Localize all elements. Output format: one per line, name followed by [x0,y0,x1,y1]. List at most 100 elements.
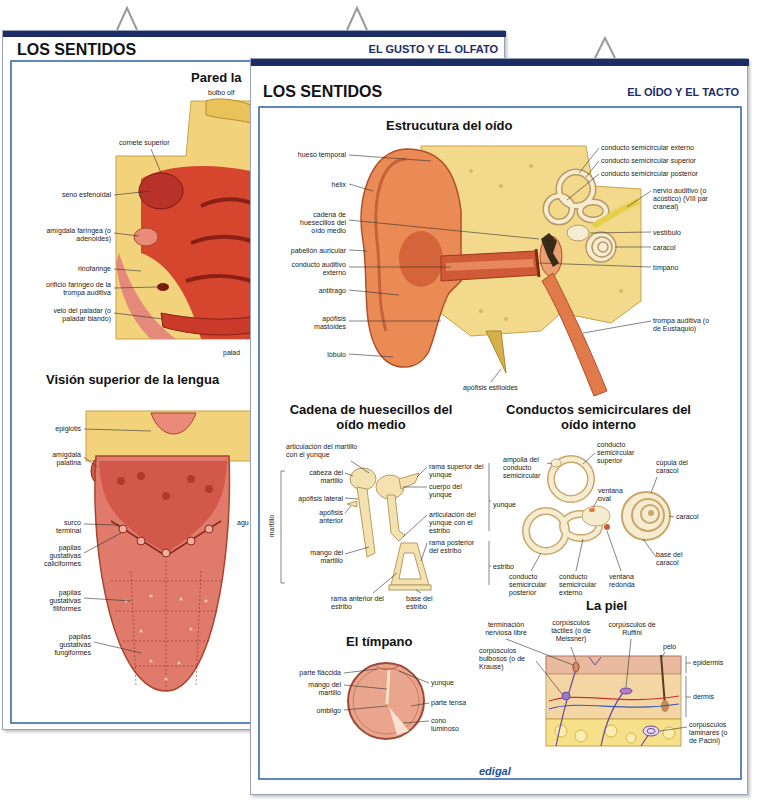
part-label: base del estribo [406,595,451,611]
part-label: yunque [493,501,516,509]
eardrum [389,707,409,735]
tongue [196,571,201,686]
leader-line [114,313,163,319]
skin-section [546,655,681,746]
leader-line [539,263,651,267]
part-label: corpúsculos laminares (o de Pacini) [689,721,737,745]
hanger-hook [595,38,615,58]
semicircular-canals [632,499,664,531]
leader-line [583,453,595,464]
part-label: parte tensa [431,699,466,707]
ear-structure [546,172,606,222]
ear-structure [619,289,623,293]
ear-structure [446,259,534,271]
part-label: base del caracol [656,551,696,567]
leader-line [491,369,501,382]
skin-section [546,674,681,719]
leader-line [627,191,651,207]
ossicle-chain [389,585,431,590]
tongue [151,413,196,434]
semicircular-canals [648,510,654,516]
part-label: rinofaringe [78,265,111,273]
leader-line [84,457,97,467]
leader-line [84,149,163,653]
leader-line [489,566,491,567]
part-label: yunque [431,679,454,687]
leader-line [586,161,599,177]
ear-structure [486,331,506,373]
tongue [166,561,167,691]
part-label: dermis [693,693,714,701]
leader-line [411,703,429,706]
tongue [99,461,227,553]
part-label: rama posterior del estribo [429,539,485,555]
skin-section [546,719,681,746]
tongue [124,594,207,680]
part-label: conducto semicircular superior [601,157,696,165]
skin-section [573,662,579,672]
leader-line [417,467,427,477]
ossicle-chain [350,468,376,490]
leader-line [349,321,441,322]
part-label: cornete superior [119,139,170,147]
part-label: amígdala palatina [41,451,81,467]
ear-structure [593,201,639,226]
semicircular-canals [551,459,591,499]
leader-line [151,149,161,173]
poster-subtitle: EL GUSTO Y EL OLFATO [369,43,498,55]
tongue [177,661,180,664]
part-label: estribo [493,563,514,571]
leader-line [373,573,397,593]
part-label: cúpula del caracol [656,459,701,475]
tongue [149,594,152,597]
ear-structure [441,251,538,281]
ear-structure [504,317,508,321]
tongue [95,456,230,691]
part-label: articulación del martillo con el yunque [286,443,366,459]
tongue [149,659,152,662]
nose-section [186,276,251,281]
leader-line [686,697,691,698]
leader-line [403,515,427,537]
tongue [115,611,219,612]
leader-line [281,471,282,583]
ear-structure [469,169,473,173]
part-label: caracol [653,244,676,252]
ear-structure [586,232,616,262]
leader-line [114,191,151,195]
leader-line [84,598,131,601]
nose-section [116,101,251,339]
part-label: tímpano [653,264,678,272]
leader-line [576,539,583,571]
skin-section [589,657,601,665]
part-label: antitrago [319,287,346,295]
leader-line [281,471,285,472]
leader-line [607,531,621,571]
part-label: epiglotis [55,425,81,433]
part-label: surco terminal [41,519,81,535]
leader-line [114,287,157,288]
skin-section [575,730,587,742]
poster-title: LOS SENTIDOS [263,83,382,101]
part-label: caracol [676,513,699,521]
tongue [111,521,221,556]
ear-structure [542,273,607,396]
part-label: mango del martillo [298,549,343,565]
part-label: velo del paladar (o paladar blando) [41,307,111,323]
tongue [162,492,170,500]
semicircular-canals [551,459,561,467]
leader-line [686,676,687,717]
poster-title: LOS SENTIDOS [17,41,136,59]
part-label: pelo [663,643,676,651]
skin-section [647,729,655,734]
tongue [205,485,213,493]
ossicle-chain [347,468,431,590]
leader-line [281,583,285,584]
ear-structure [399,231,443,287]
part-label: vestíbulo [653,229,681,237]
part-label: trompa auditiva (o de Eustaquio) [653,317,713,333]
part-label: martillo [268,515,276,538]
leader-line [489,501,491,502]
part-label: rama anterior del estribo [331,595,386,611]
